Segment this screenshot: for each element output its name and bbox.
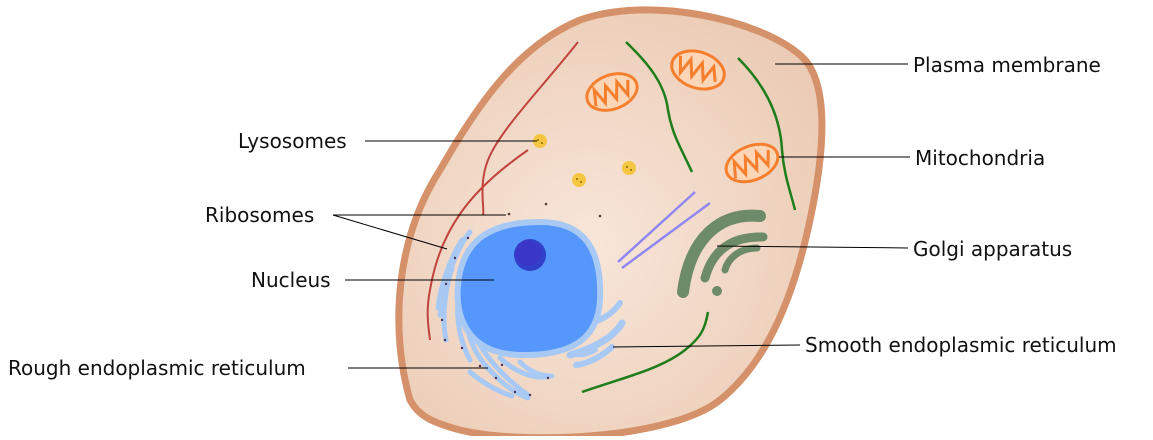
label-rough-er: Rough endoplasmic reticulum (8, 356, 306, 380)
label-mitochondria: Mitochondria (915, 146, 1045, 170)
label-smooth-er: Smooth endoplasmic reticulum (805, 333, 1117, 357)
nucleus (458, 222, 601, 355)
label-golgi-apparatus: Golgi apparatus (913, 237, 1072, 261)
label-nucleus: Nucleus (251, 268, 331, 292)
label-plasma-membrane: Plasma membrane (913, 53, 1101, 77)
label-lysosomes: Lysosomes (238, 129, 347, 153)
label-ribosomes: Ribosomes (205, 203, 314, 227)
